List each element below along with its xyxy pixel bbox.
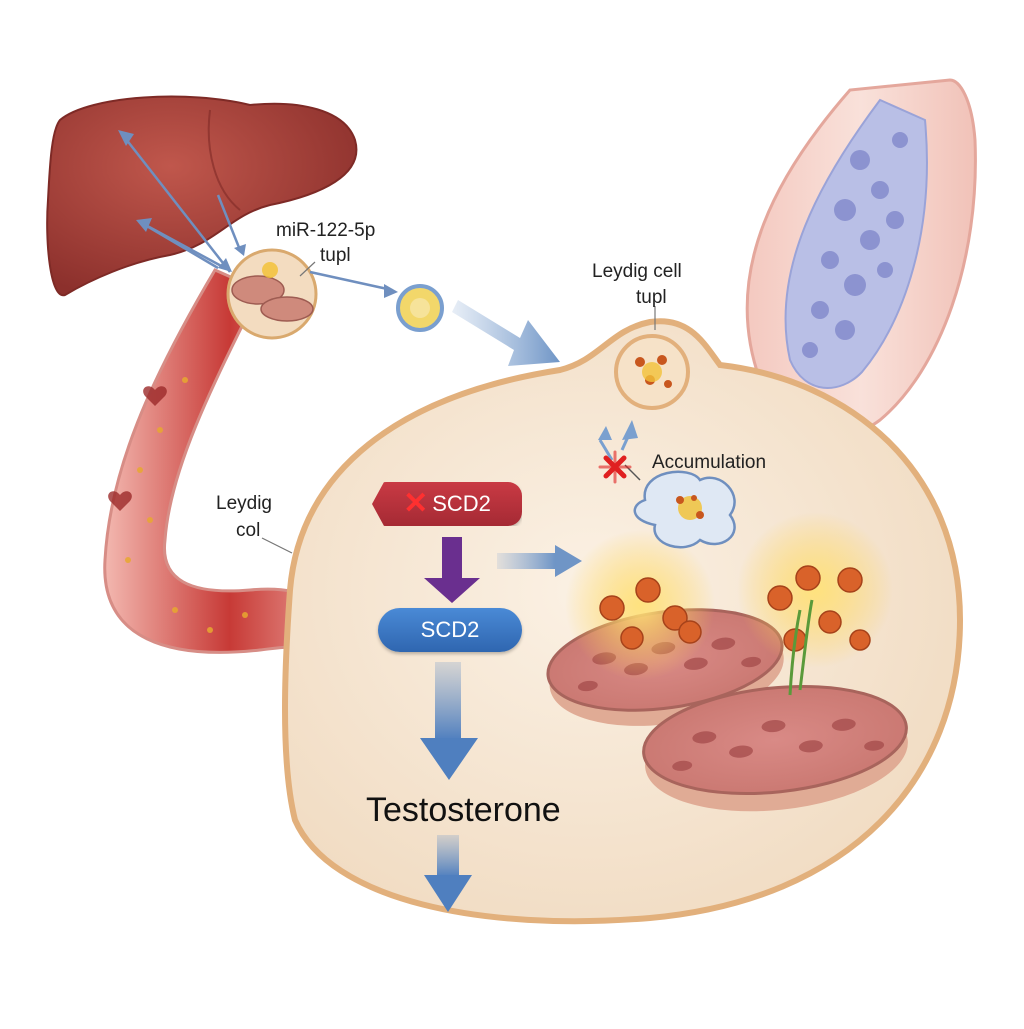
lipid-vesicle <box>633 470 736 549</box>
accumulation-arrows <box>598 420 641 481</box>
scd2-down-arrow <box>424 537 480 603</box>
scd2-active-label: SCD2 <box>420 617 480 642</box>
testosterone-up-arrow <box>420 662 478 780</box>
inhibit-x-icon: ✕ <box>403 487 429 520</box>
testosterone-label: Testosterone <box>366 791 561 829</box>
scd2-right-arrow <box>497 545 582 577</box>
liver-arrowheads <box>118 130 398 298</box>
lipid-accumulation-burst <box>565 512 893 696</box>
leydig-cell-top-label: Leydig cell <box>592 261 682 282</box>
leydig-left-sub-label: col <box>236 520 261 541</box>
liver-organ <box>46 95 358 297</box>
mirna-sub-label: tupl <box>320 245 351 266</box>
leydig-cell-top-sub-label: tupl <box>636 287 667 308</box>
accumulation-label: Accumulation <box>652 452 767 473</box>
scd2-inhibited-label: SCD2 <box>432 491 491 516</box>
leader-lines <box>261 261 656 554</box>
inhibition-mark-accumulation <box>598 450 632 484</box>
seminiferous-tubule <box>745 78 977 438</box>
scd2-inhibited-badge: ✕ SCD2 <box>372 482 522 526</box>
exosome-vesicle <box>226 248 444 340</box>
scd2-active-badge: SCD2 <box>378 608 522 652</box>
liver-arrows <box>121 133 393 292</box>
mirna-label: miR-122-5p <box>276 220 376 241</box>
transport-arrow <box>452 300 560 366</box>
leydig-left-label: Leydig <box>216 493 272 514</box>
testosterone-out-arrow <box>424 835 472 912</box>
